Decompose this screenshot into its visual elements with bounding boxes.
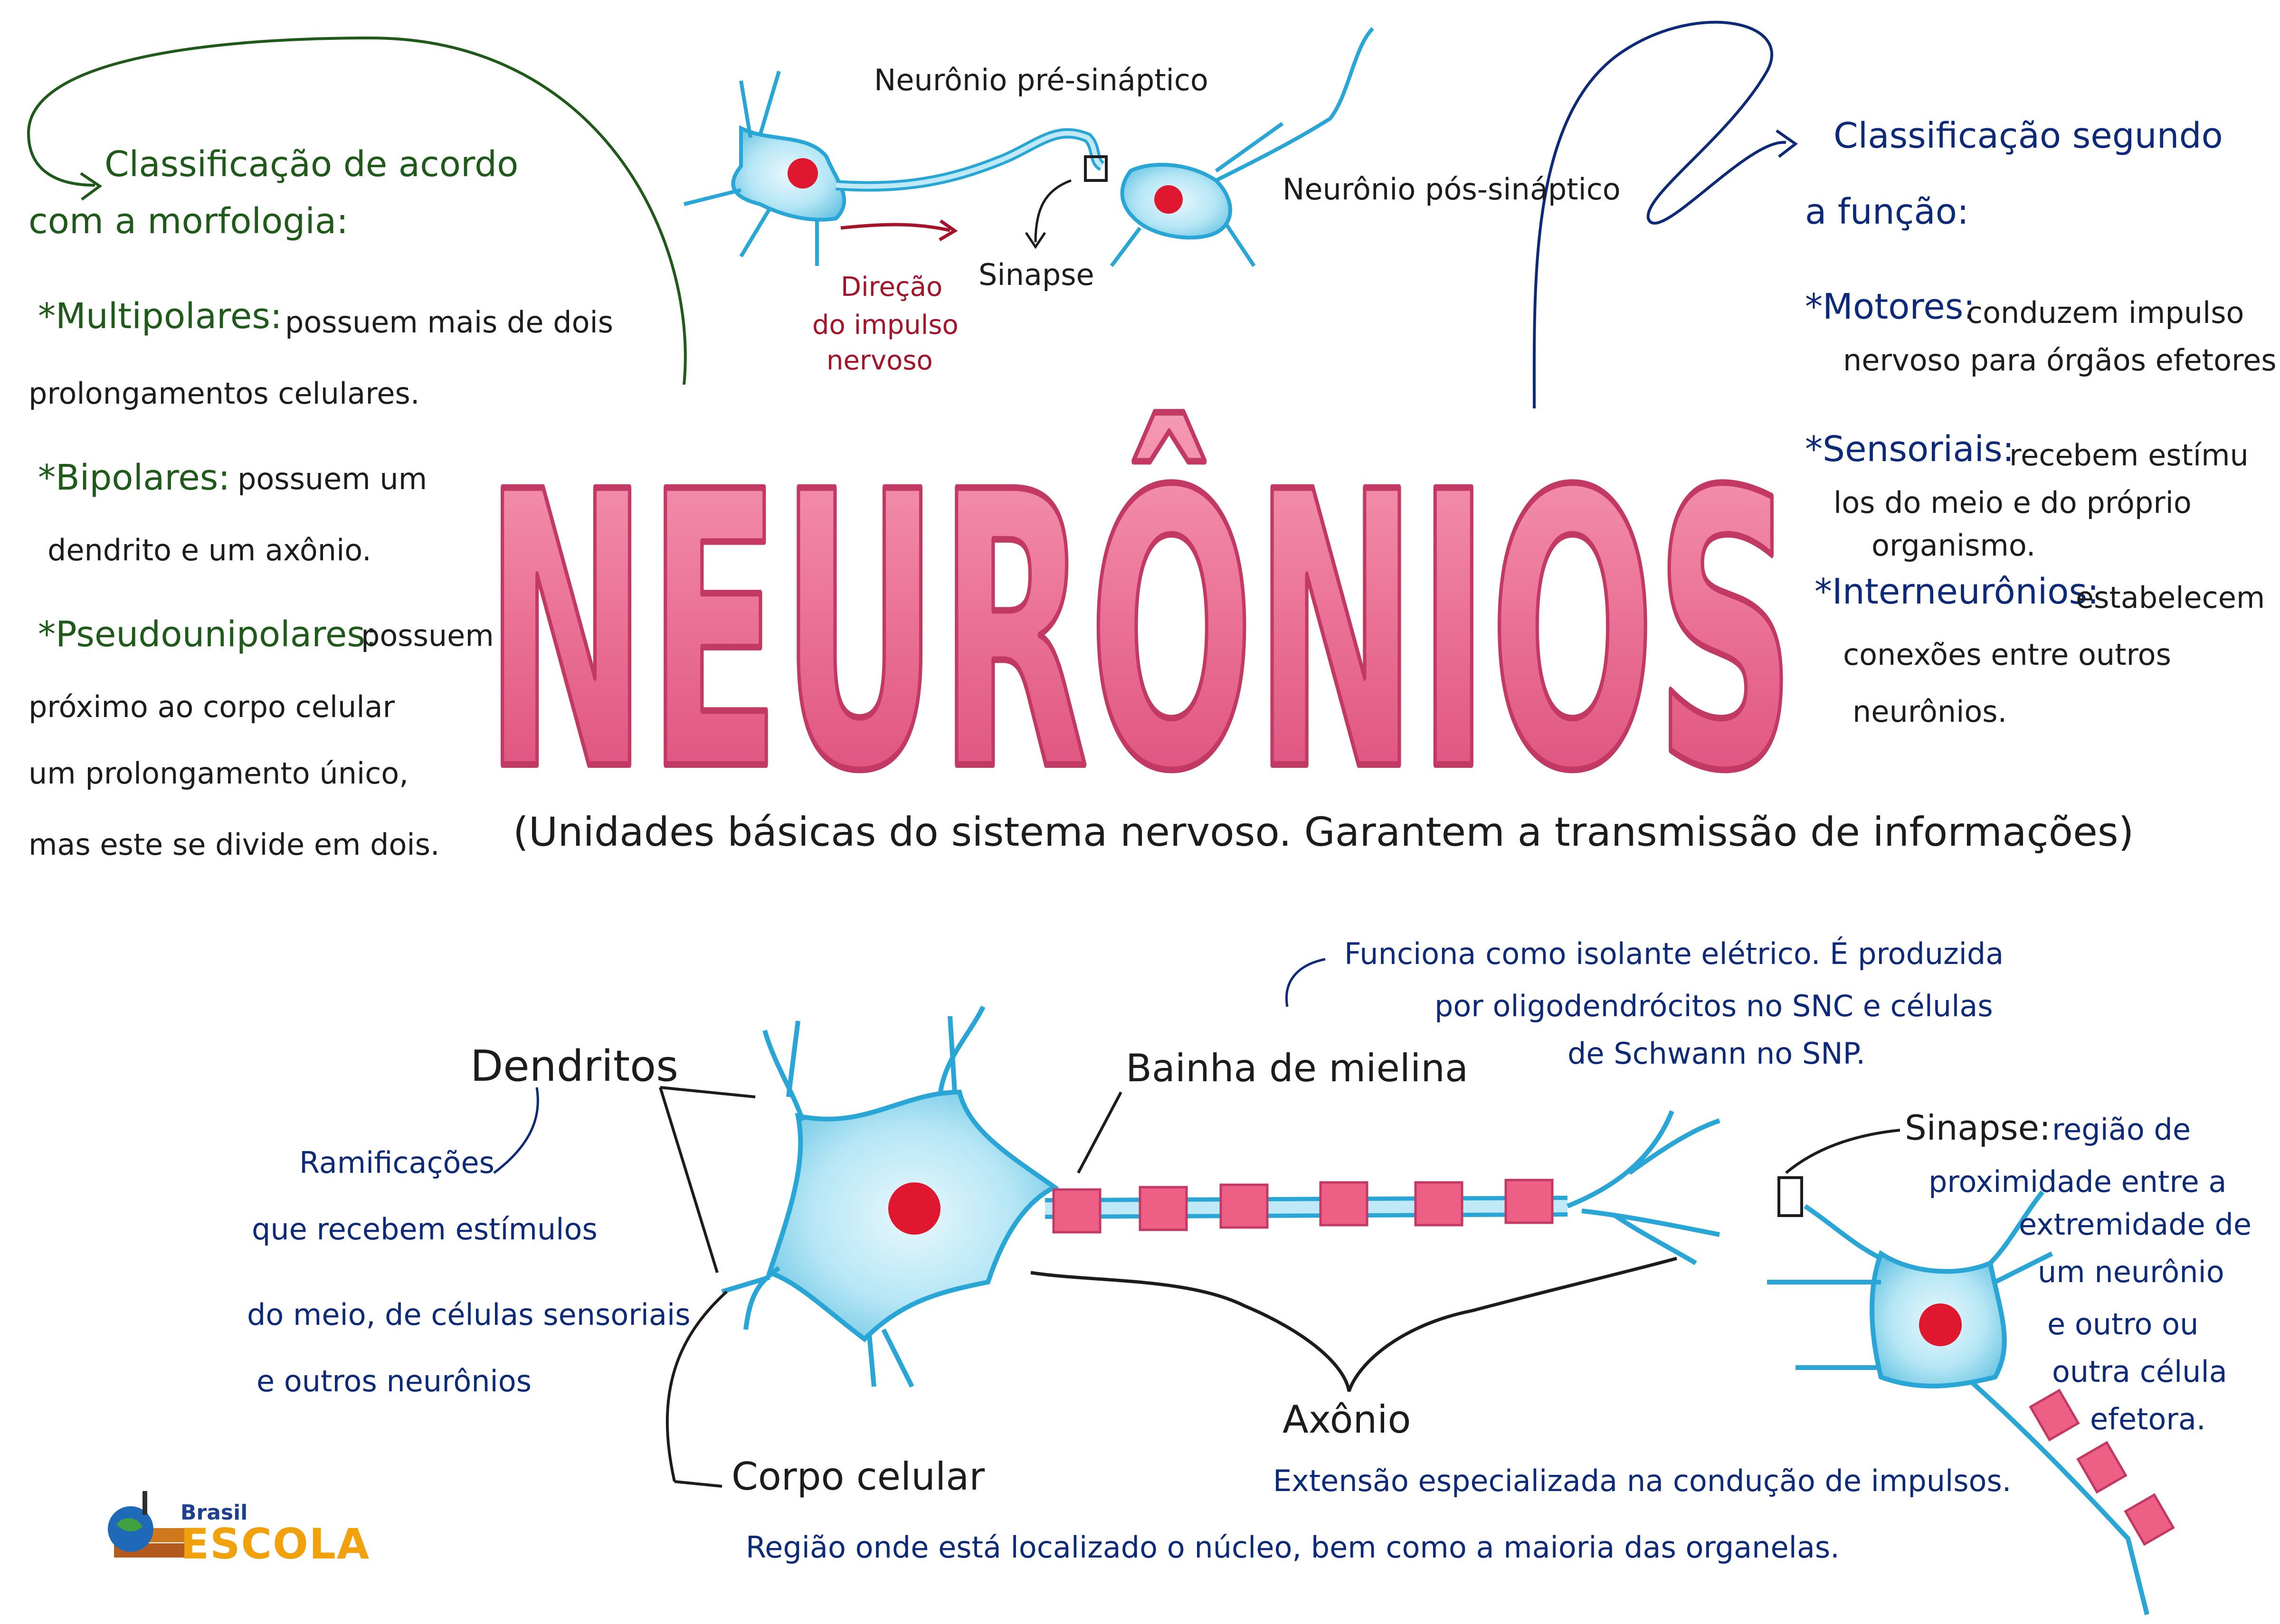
sinapse-desc-line4: um neurônio xyxy=(2038,1255,2224,1289)
interneuronios-term: *Interneurônios: xyxy=(1814,571,2100,612)
mielina-desc-line1: Funciona como isolante elétrico. É produ… xyxy=(1344,936,2004,971)
right-heading-line2: a função: xyxy=(1805,191,1969,232)
title-graphic: NEURÔNIOS xyxy=(481,405,1799,858)
logo-escola-text: ESCOLA xyxy=(180,1520,370,1568)
pseudo-term: *Pseudounipolares: xyxy=(38,614,377,655)
bipolares-term: *Bipolares: xyxy=(38,457,230,498)
second-nucleus xyxy=(1919,1303,1962,1346)
dendritos-desc-line3: do meio, de células sensoriais xyxy=(247,1297,691,1332)
sensoriais-line1: recebem estímu xyxy=(2009,438,2249,472)
direction-label-line3: nervoso xyxy=(826,345,933,376)
mielina-desc-line2: por oligodendrócitos no SNC e células xyxy=(1434,989,1993,1023)
top-synapse-label: Sinapse xyxy=(978,257,1094,292)
sinapse-desc-line7: efetora. xyxy=(2090,1402,2206,1436)
left-heading-line1: Classificação de acordo xyxy=(104,144,519,185)
title-neuronios: NEURÔNIOS xyxy=(484,408,1796,854)
direction-arrow xyxy=(840,223,950,232)
synapse-pointer xyxy=(1034,179,1072,243)
corpo-connector xyxy=(665,1290,728,1482)
corpo-desc: Região onde está localizado o núcleo, be… xyxy=(746,1530,1840,1565)
pseudo-line4: mas este se divide em dois. xyxy=(28,827,440,862)
subtitle: (Unidades básicas do sistema nervoso. Ga… xyxy=(513,809,2134,855)
mielina-connector xyxy=(1077,1091,1122,1174)
right-heading-line1: Classificação segundo xyxy=(1834,115,2223,156)
axon-brace xyxy=(1030,1256,1677,1392)
axonio-label: Axônio xyxy=(1282,1397,1411,1442)
bipolares-line1: possuem um xyxy=(238,462,428,496)
pseudo-line2: próximo ao corpo celular xyxy=(28,689,395,724)
post-synaptic-label: Neurônio pós-sináptico xyxy=(1282,172,1621,207)
myelin-segment xyxy=(1139,1186,1188,1231)
axonio-desc: Extensão especializada na condução de im… xyxy=(1273,1463,2012,1498)
post-synaptic-nucleus xyxy=(1154,185,1183,214)
dendritos-label: Dendritos xyxy=(470,1041,679,1091)
motores-line2: nervoso para órgãos efetores xyxy=(1843,343,2277,378)
left-heading-line2: com a morfologia: xyxy=(28,201,349,242)
multipolares-line2: prolongamentos celulares. xyxy=(28,376,420,411)
pre-synaptic-nucleus xyxy=(788,158,818,189)
top-neuron-diagram xyxy=(684,27,1374,267)
sinapse-desc-line3: extremidade de xyxy=(2019,1207,2252,1242)
pre-synaptic-axon xyxy=(836,128,1105,192)
sinapse-desc-line6: outra célula xyxy=(2052,1354,2227,1389)
left-arc-connector xyxy=(27,36,687,385)
interneuronios-line2: conexões entre outros xyxy=(1843,637,2171,672)
direction-label-line2: do impulso xyxy=(812,310,959,340)
main-synapse-box xyxy=(1777,1176,1803,1217)
dendritos-desc-line2: que recebem estímulos xyxy=(252,1212,598,1246)
sinapse-connector xyxy=(1785,1129,1900,1174)
right-loop-connector xyxy=(1532,20,1786,409)
sinapse-desc-line2: proximidade entre a xyxy=(1928,1164,2227,1199)
logo-brasil-text: Brasil xyxy=(180,1501,248,1525)
multipolares-term: *Multipolares: xyxy=(38,296,282,337)
mielina-desc-line3: de Schwann no SNP. xyxy=(1568,1036,1866,1071)
sensoriais-line3: organismo. xyxy=(1872,528,2036,563)
mielina-label: Bainha de mielina xyxy=(1126,1046,1468,1090)
myelin-segment xyxy=(1504,1179,1554,1224)
motores-line1: conduzem impulso xyxy=(1966,295,2244,330)
right-loop-arrowhead xyxy=(1776,129,1798,158)
pre-synaptic-label: Neurônio pré-sináptico xyxy=(874,63,1208,97)
dendritos-desc-line1: Ramificações xyxy=(299,1145,494,1180)
axon-terminals xyxy=(1567,1110,1720,1265)
left-arc-arrowhead xyxy=(80,172,103,201)
top-synapse-box xyxy=(1084,155,1108,182)
myelin-segment xyxy=(1319,1181,1368,1227)
direction-label-line1: Direção xyxy=(841,272,943,302)
pseudo-line1: possuem xyxy=(361,618,494,653)
sinapse-desc-line1: região de xyxy=(2052,1112,2191,1147)
bipolares-line2: dendrito e um axônio. xyxy=(48,533,371,567)
pseudo-line3: um prolongamento único, xyxy=(28,756,408,791)
myelin-segment xyxy=(1052,1188,1102,1234)
main-neuron-diagram xyxy=(493,958,2175,1615)
corpo-label: Corpo celular xyxy=(732,1454,985,1499)
sinapse-label: Sinapse: xyxy=(1905,1108,2051,1148)
multipolares-line1: possuem mais de dois xyxy=(285,305,614,340)
main-nucleus xyxy=(888,1182,940,1235)
sensoriais-term: *Sensoriais: xyxy=(1805,429,2014,470)
dendritos-desc-line4: e outros neurônios xyxy=(256,1364,532,1398)
brasil-escola-logo-graphic xyxy=(108,1491,190,1558)
sensoriais-line2: los do meio e do próprio xyxy=(1834,485,2192,520)
motores-term: *Motores: xyxy=(1805,286,1976,327)
dendritos-connector xyxy=(659,1086,756,1273)
myelin-segment xyxy=(1219,1183,1269,1229)
interneuronios-line1: estabelecem xyxy=(2076,580,2265,615)
myelin-segment xyxy=(1414,1181,1463,1227)
sinapse-desc-line5: e outro ou xyxy=(2047,1307,2199,1341)
main-dendrites xyxy=(721,1005,986,1388)
interneuronios-line3: neurônios. xyxy=(1852,694,2007,729)
